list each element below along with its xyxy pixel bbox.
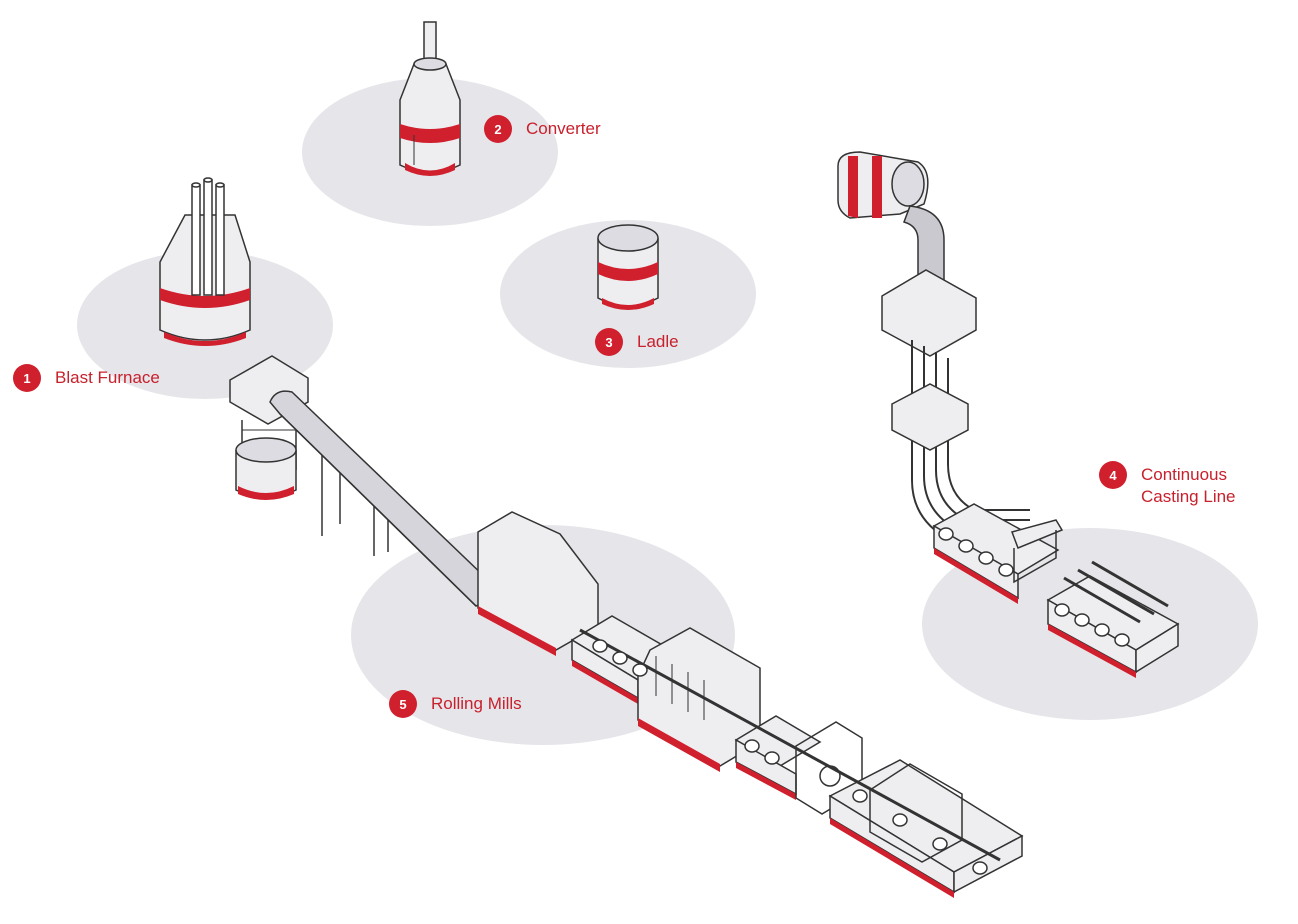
- stage-number-badge: 4: [1099, 461, 1127, 489]
- stage-number-badge: 3: [595, 328, 623, 356]
- stage-label-text: Converter: [526, 119, 601, 138]
- casting-line: [837, 151, 1180, 678]
- stage-label-text: Rolling Mills: [431, 694, 522, 713]
- stage-number-badge: 2: [484, 115, 512, 143]
- stage-number-badge: 5: [389, 690, 417, 718]
- stage-number-badge: 1: [13, 364, 41, 392]
- stage-label-ladle[interactable]: 3 Ladle: [595, 328, 679, 356]
- stage-label-rolling-mills[interactable]: 5 Rolling Mills: [389, 690, 522, 718]
- stage-label-text: Continuous Casting Line: [1141, 465, 1236, 506]
- stage-label-converter[interactable]: 2 Converter: [484, 115, 601, 143]
- ladle-vessel: [597, 224, 659, 310]
- conveyor-belt: [269, 390, 491, 607]
- blast-furnace: [159, 177, 251, 346]
- stage-label-continuous-casting[interactable]: 4 Continuous Casting Line: [1099, 461, 1236, 508]
- rolling-mill-line: [477, 511, 1024, 898]
- stage-label-text: Ladle: [637, 332, 679, 351]
- stage-label-text: Blast Furnace: [55, 368, 160, 387]
- stage-label-blast-furnace[interactable]: 1 Blast Furnace: [13, 364, 160, 392]
- converter-vessel: [399, 21, 461, 176]
